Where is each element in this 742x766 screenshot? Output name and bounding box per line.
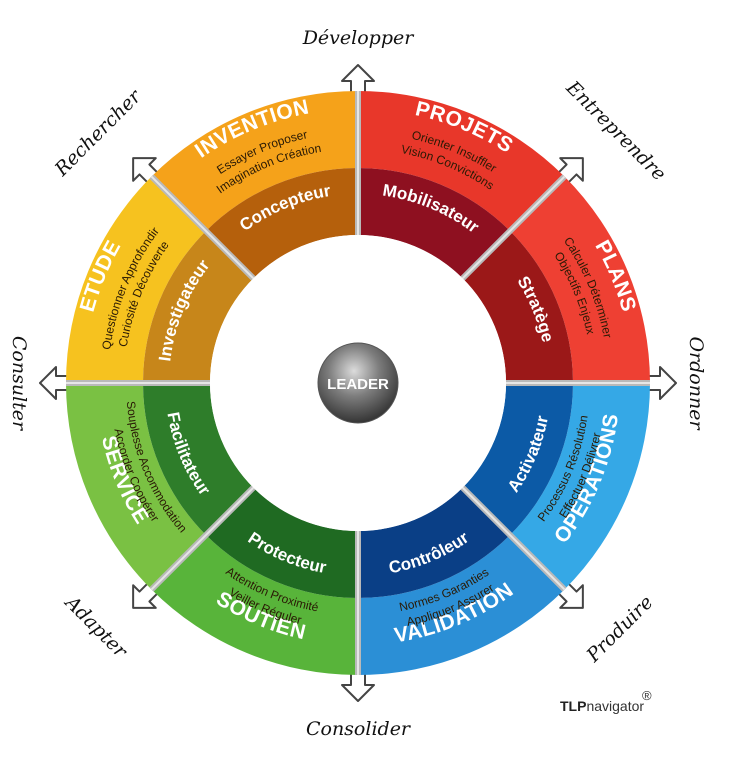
segment-invention [151,91,358,279]
segment-plans [462,176,650,383]
segment-plans-inner [462,230,573,383]
segment-service [66,383,254,590]
segment-etude [66,176,254,383]
logo-navigator: navigator [586,698,644,714]
segment-etude-inner [143,230,254,383]
segment-validation [358,487,565,675]
segment-soutien-outer [151,535,358,675]
action-label-consulter: Consulter [8,336,30,432]
segment-service-outer [66,383,206,590]
action-label-ordonner: Ordonner [685,336,707,431]
segment-invention-outer [151,91,358,231]
segment-soutien [151,487,358,675]
segment-operations [462,383,650,590]
segment-plans-outer [510,176,650,383]
segment-projets-inner [358,168,511,279]
leader-hub: LEADER [317,342,399,424]
segment-operations-outer [510,383,650,590]
segment-validation-outer [358,535,565,675]
segment-soutien-inner [205,487,358,598]
segment-dividers [66,91,650,675]
segment-divider-highlight [150,175,255,280]
svg-text:TLPnavigator: TLPnavigator [560,698,644,714]
arrow-developper-icon [341,64,375,96]
arrow-consolider-icon [341,670,375,702]
leader-label: LEADER [327,376,389,393]
arrow-shape [645,366,677,400]
tlp-navigator-logo: TLPnavigator ® [560,688,652,714]
arrow-shape [39,366,71,400]
action-label-developper: Développer [302,27,416,49]
logo-registered-mark: ® [642,688,652,703]
segment-etude-outer [66,176,206,383]
segment-validation-inner [358,487,511,598]
action-label-adapter: Adapter [60,590,133,663]
segment-divider-highlight [461,175,566,280]
segment-projets [358,91,565,279]
segment-divider-highlight [461,486,566,591]
arrow-consulter-icon [39,366,71,400]
action-label-produire: Produire [582,591,658,667]
segment-projets-outer [358,91,565,231]
arrow-shape [341,64,375,96]
action-label-consolider: Consolider [306,718,412,740]
arrow-ordonner-icon [645,366,677,400]
logo-tlp: TLP [560,698,586,714]
segment-invention-inner [205,168,358,279]
segment-operations-inner [462,383,573,536]
arrow-shape [341,670,375,702]
segment-divider-highlight [150,486,255,591]
wheel-segments [66,91,650,675]
segment-service-inner [143,383,254,536]
